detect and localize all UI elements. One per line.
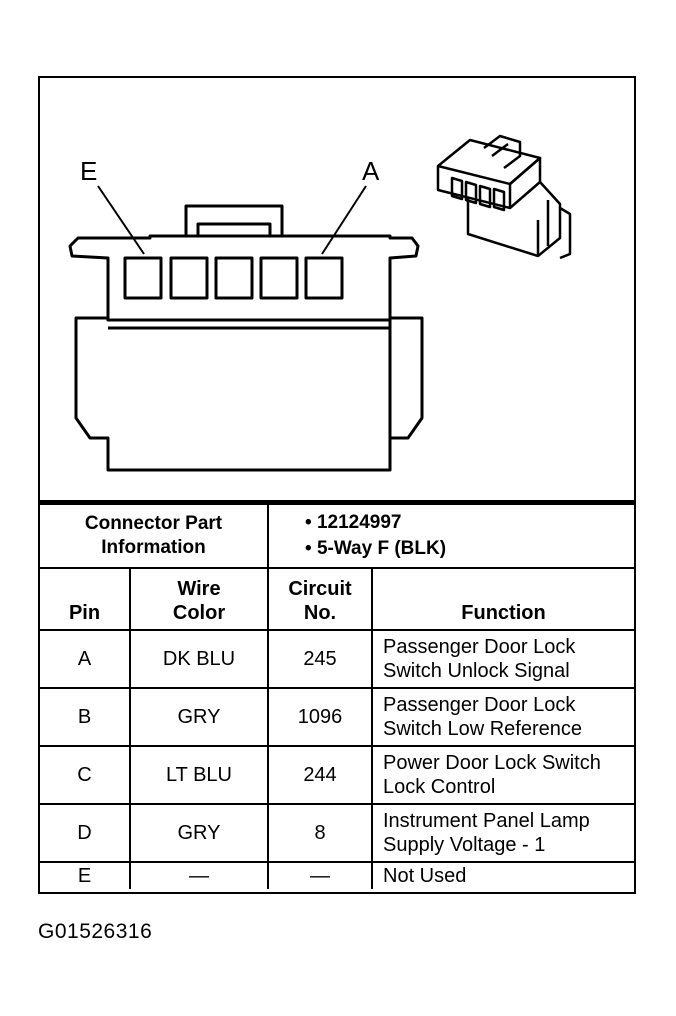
figure-id: G01526316: [38, 920, 153, 943]
circuit-cell: 1096: [267, 687, 373, 747]
wire-color-cell: —: [129, 861, 269, 889]
connector-face: [68, 234, 420, 322]
pin-cavity-e: [123, 256, 163, 300]
pin-cell: E: [40, 861, 131, 889]
circuit-cell: —: [267, 861, 373, 889]
column-header-function: Function: [371, 567, 634, 631]
connector-latch: [184, 204, 284, 236]
connector-info-values: • 12124997 • 5-Way F (BLK): [267, 505, 634, 569]
connector-drawing: E A: [68, 134, 572, 472]
leader-line-e: [97, 185, 145, 255]
wire-color-cell: GRY: [129, 687, 269, 747]
connector-iso-view: [436, 134, 572, 260]
connector-type: • 5-Way F (BLK): [305, 538, 447, 559]
label-pin-a: A: [362, 156, 380, 186]
pin-cavity-a: [304, 256, 344, 300]
pin-cell: A: [40, 629, 131, 689]
function-cell: Not Used: [371, 861, 634, 889]
wire-color-cell: GRY: [129, 803, 269, 863]
connector-body: [74, 316, 424, 472]
divider-bar: [40, 500, 634, 505]
label-pin-e: E: [80, 156, 97, 186]
pin-cavity-d: [169, 256, 209, 300]
pin-cavity-b: [259, 256, 299, 300]
pin-cell: C: [40, 745, 131, 805]
circuit-cell: 245: [267, 629, 373, 689]
part-number: • 12124997: [305, 512, 402, 533]
pin-cavity-c: [214, 256, 254, 300]
pin-cell: B: [40, 687, 131, 747]
table-row: E — — Not Used: [40, 861, 634, 889]
column-header-pin: Pin: [40, 567, 131, 631]
pin-cell: D: [40, 803, 131, 863]
circuit-cell: 244: [267, 745, 373, 805]
circuit-cell: 8: [267, 803, 373, 863]
wire-color-cell: LT BLU: [129, 745, 269, 805]
leader-line-a: [321, 185, 367, 255]
wire-color-cell: DK BLU: [129, 629, 269, 689]
